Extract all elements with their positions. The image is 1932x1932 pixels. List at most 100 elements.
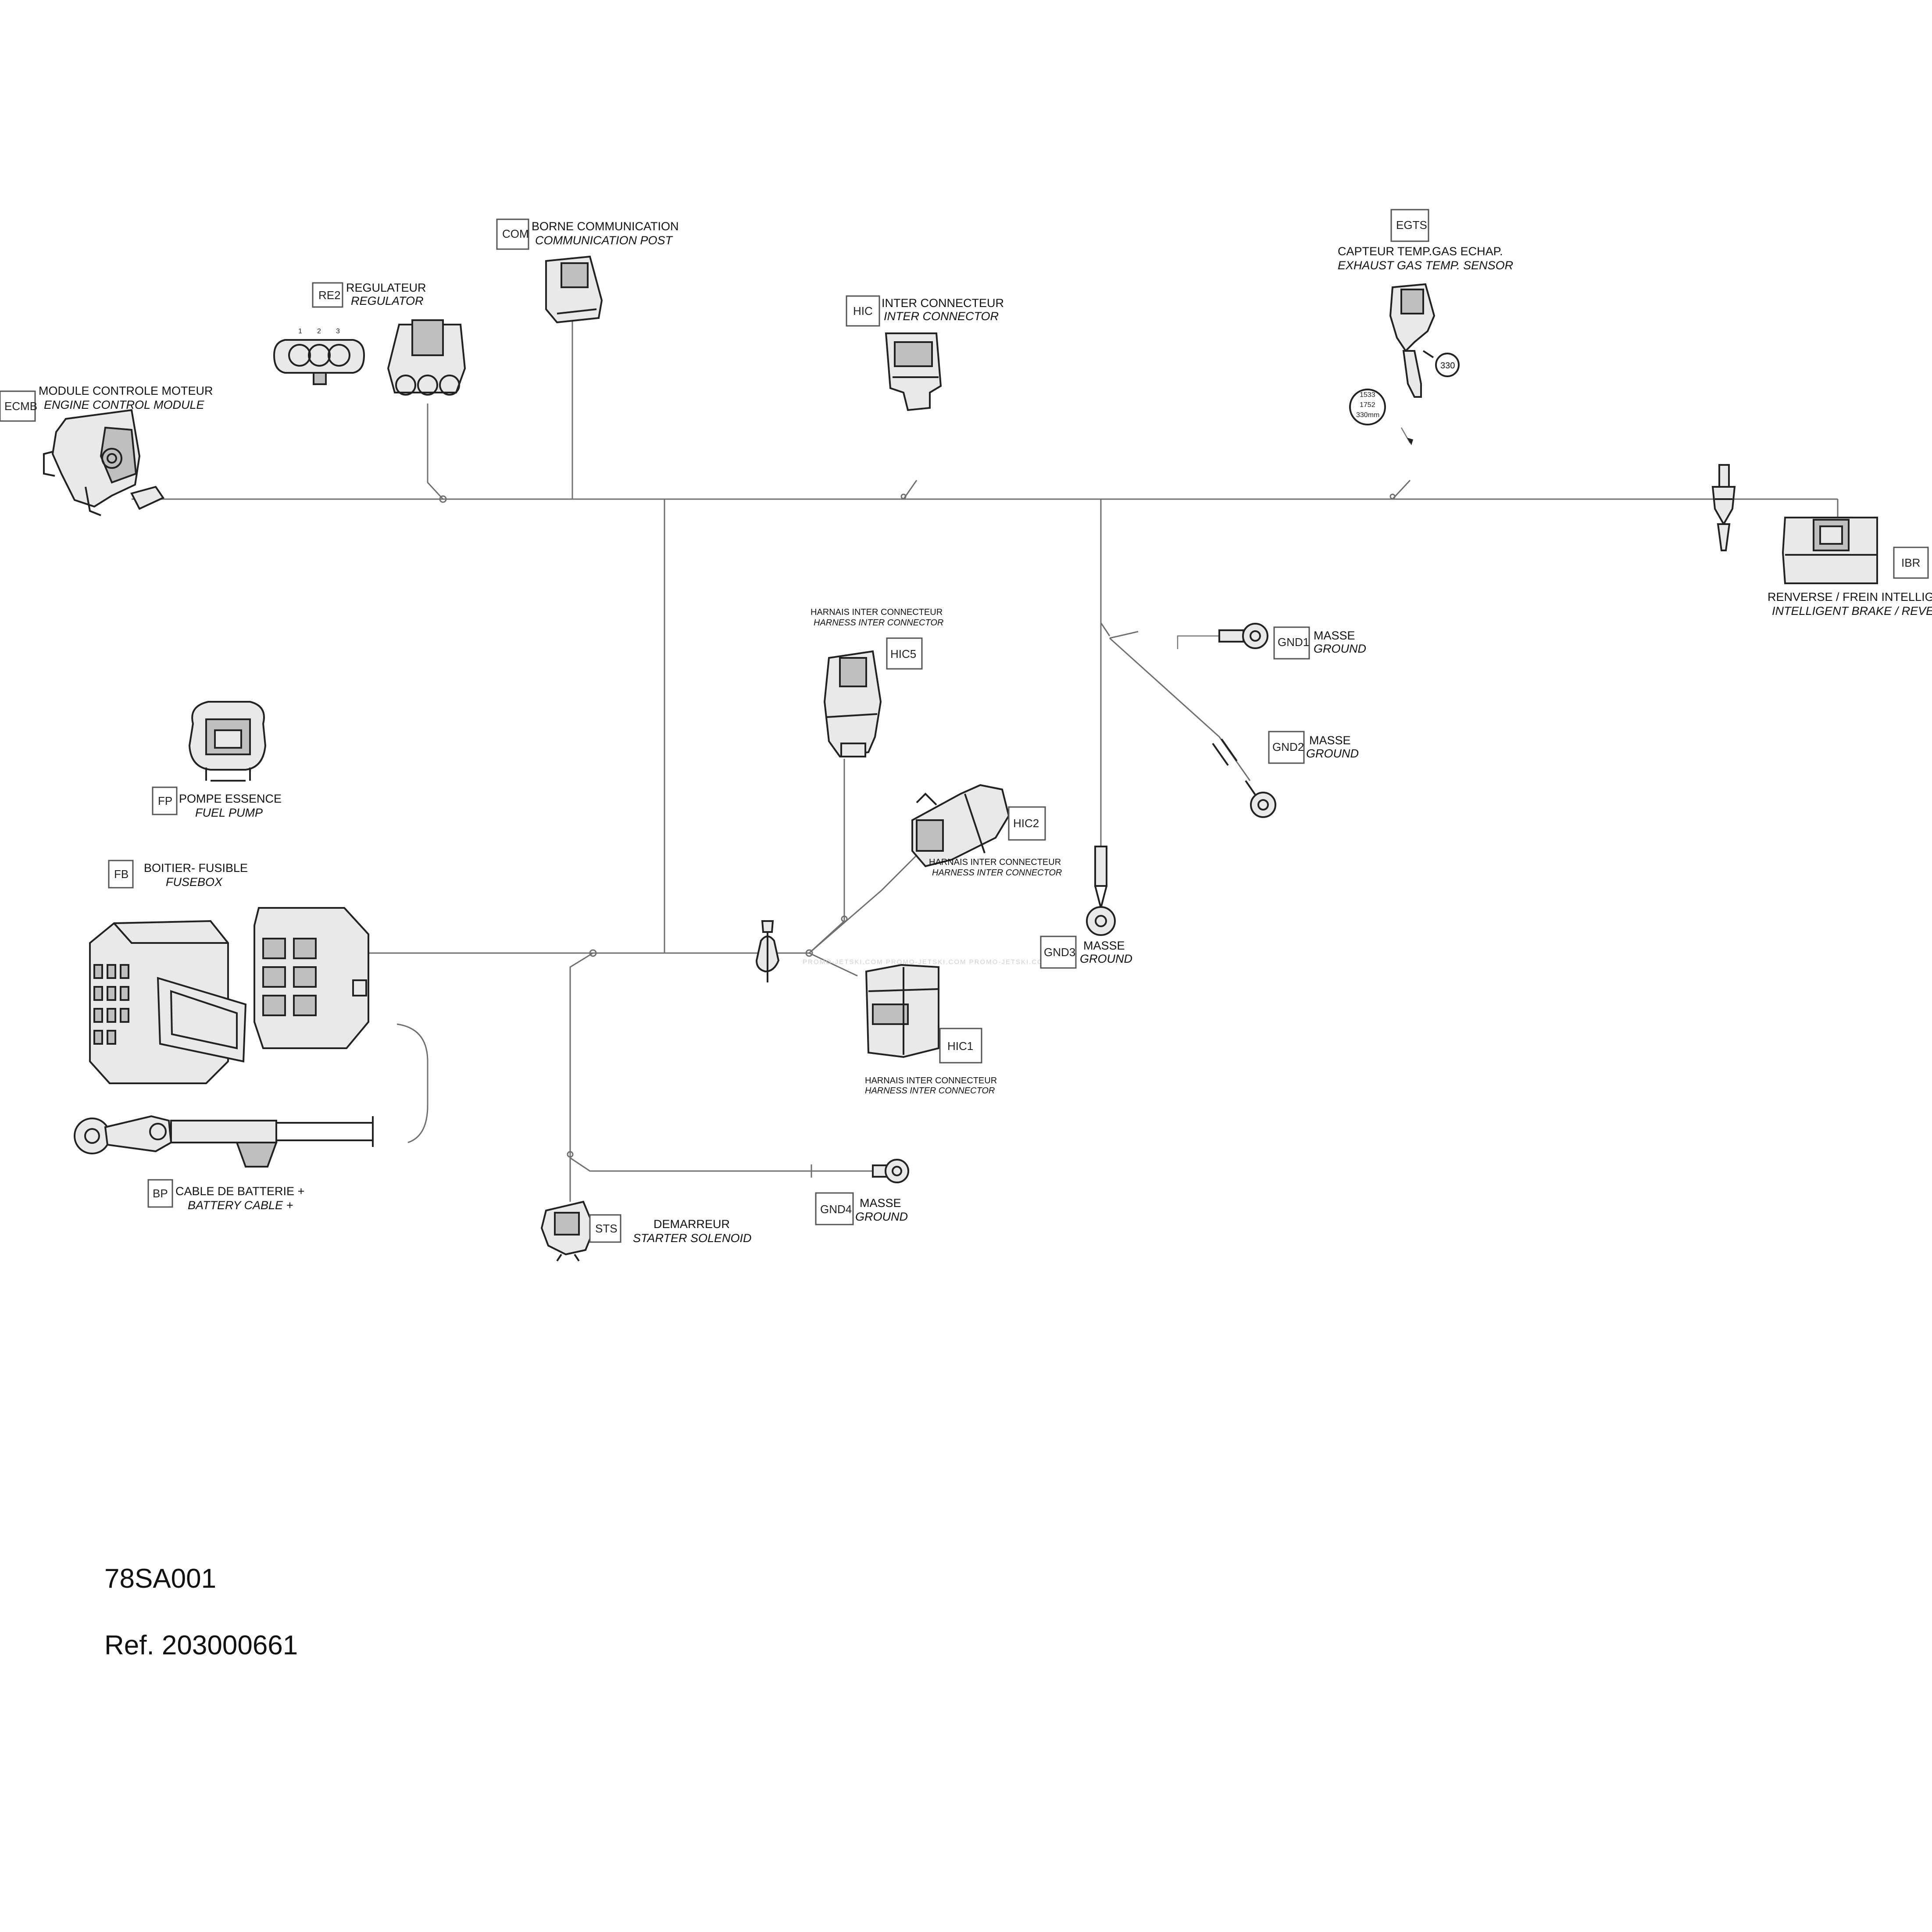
code-gnd2: GND2 bbox=[1272, 740, 1304, 754]
fusebox-connector-cavities bbox=[262, 938, 317, 1016]
label-gnd1-en: GROUND bbox=[1314, 642, 1366, 655]
code-sts: STS bbox=[595, 1222, 618, 1235]
label-egts: EGTS CAPTEUR TEMP.GAS ECHAP. EXHAUST GAS… bbox=[1338, 209, 1513, 419]
label-hic5-en: HARNESS INTER CONNECTOR bbox=[814, 618, 943, 628]
label-gnd2-fr: MASSE bbox=[1309, 734, 1351, 747]
code-hic1: HIC1 bbox=[947, 1039, 973, 1053]
label-re2: RE2 REGULATEUR REGULATOR 1 2 3 bbox=[298, 281, 426, 335]
code-fp: FP bbox=[158, 794, 172, 807]
label-fb-fr: BOITIER- FUSIBLE bbox=[144, 861, 248, 875]
re2-pin-3: 3 bbox=[336, 328, 340, 335]
label-hic2-en: HARNESS INTER CONNECTOR bbox=[932, 868, 1062, 878]
code-bp: BP bbox=[153, 1187, 168, 1200]
label-ecmb: ECMB MODULE CONTROLE MOTEUR ENGINE CONTR… bbox=[0, 384, 213, 422]
label-sts: STS DEMARREUR STARTER SOLENOID bbox=[589, 1214, 752, 1245]
label-com-fr: BORNE COMMUNICATION bbox=[532, 220, 679, 233]
label-fb-en: FUSEBOX bbox=[166, 875, 223, 889]
label-hic1-fr: HARNAIS INTER CONNECTEUR bbox=[865, 1076, 997, 1086]
label-ecmb-en: ENGINE CONTROL MODULE bbox=[44, 398, 205, 411]
label-fp-en: FUEL PUMP bbox=[195, 806, 263, 819]
ground-gnd1-ring-terminal[interactable] bbox=[1218, 623, 1268, 649]
regulator-connector[interactable] bbox=[273, 319, 466, 396]
code-egts: EGTS bbox=[1396, 218, 1427, 232]
label-ibr: IBR RENVERSE / FREIN INTELLIGENT INTELLI… bbox=[1768, 546, 1932, 618]
inter-connector[interactable] bbox=[885, 332, 942, 411]
label-hic5: HARNAIS INTER CONNECTEUR HARNESS INTER C… bbox=[811, 607, 943, 670]
ground-gnd2-ring-terminal[interactable] bbox=[1212, 738, 1276, 818]
harness-inter-connector-hic5[interactable] bbox=[823, 650, 882, 758]
label-hic1: HIC1 HARNAIS INTER CONNECTEUR HARNESS IN… bbox=[865, 1028, 997, 1096]
label-bp-en: BATTERY CABLE + bbox=[188, 1199, 293, 1212]
label-gnd3: GND3 MASSE GROUND bbox=[1040, 936, 1132, 969]
egts-callout-number: 330 bbox=[1440, 361, 1455, 371]
code-gnd1: GND1 bbox=[1278, 636, 1309, 649]
reference-number: Ref. 203000661 bbox=[104, 1630, 298, 1661]
label-hic1-en: HARNESS INTER CONNECTOR bbox=[865, 1086, 995, 1096]
fusebox[interactable] bbox=[89, 907, 369, 1084]
label-gnd4-en: GROUND bbox=[855, 1210, 908, 1223]
label-gnd1-fr: MASSE bbox=[1314, 629, 1355, 642]
egts-dim-2: 1752 bbox=[1360, 401, 1375, 409]
label-fb: FB BOITIER- FUSIBLE FUSEBOX bbox=[108, 860, 248, 889]
label-com: COM BORNE COMMUNICATION COMMUNICATION PO… bbox=[496, 218, 679, 250]
label-gnd4-fr: MASSE bbox=[860, 1196, 901, 1210]
intelligent-brake-reverse-connector[interactable] bbox=[1711, 464, 1878, 584]
label-hic: HIC INTER CONNECTEUR INTER CONNECTOR bbox=[846, 295, 1004, 327]
code-com: COM bbox=[502, 227, 529, 240]
communication-post-connector[interactable] bbox=[545, 255, 603, 324]
ground-gnd4-ring-terminal[interactable] bbox=[872, 1159, 909, 1183]
harness-inter-connector-hic1[interactable] bbox=[865, 964, 939, 1058]
code-fb: FB bbox=[114, 868, 129, 881]
label-bp: BP CABLE DE BATTERIE + BATTERY CABLE + bbox=[147, 1179, 304, 1212]
code-re2: RE2 bbox=[318, 289, 341, 302]
engine-control-module[interactable] bbox=[43, 409, 164, 516]
label-gnd2: GND2 MASSE GROUND bbox=[1268, 731, 1359, 764]
label-egts-fr: CAPTEUR TEMP.GAS ECHAP. bbox=[1338, 245, 1503, 258]
exhaust-gas-temp-sensor[interactable] bbox=[1349, 283, 1460, 445]
code-gnd3: GND3 bbox=[1044, 946, 1075, 959]
label-sts-en: STARTER SOLENOID bbox=[633, 1232, 752, 1245]
re2-pin-1: 1 bbox=[298, 328, 302, 335]
label-re2-en: REGULATOR bbox=[351, 294, 424, 307]
re2-pin-2: 2 bbox=[317, 328, 321, 335]
label-hic2-fr: HARNAIS INTER CONNECTEUR bbox=[929, 857, 1061, 867]
code-hic2: HIC2 bbox=[1013, 817, 1039, 830]
label-hic-en: INTER CONNECTOR bbox=[884, 310, 999, 323]
code-hic: HIC bbox=[853, 304, 873, 318]
label-gnd3-fr: MASSE bbox=[1083, 939, 1125, 952]
label-hic5-fr: HARNAIS INTER CONNECTEUR bbox=[811, 607, 943, 617]
code-ibr: IBR bbox=[1901, 556, 1920, 569]
label-ibr-en: INTELLIGENT BRAKE / REVERSE bbox=[1772, 604, 1932, 618]
label-fp-fr: POMPE ESSENCE bbox=[179, 792, 282, 805]
fuse-slots bbox=[93, 964, 129, 1045]
label-hic-fr: INTER CONNECTEUR bbox=[882, 296, 1004, 310]
egts-dim-1: 1533 bbox=[1360, 391, 1375, 399]
label-fp: FP POMPE ESSENCE FUEL PUMP bbox=[152, 786, 282, 819]
code-hic5: HIC5 bbox=[890, 647, 916, 661]
harness-wires bbox=[132, 316, 1839, 1202]
label-gnd3-en: GROUND bbox=[1080, 952, 1132, 965]
ground-gnd3-ring-terminal[interactable] bbox=[1086, 846, 1116, 936]
fuel-pump-connector[interactable] bbox=[188, 701, 267, 782]
label-gnd2-en: GROUND bbox=[1306, 747, 1359, 760]
code-gnd4: GND4 bbox=[820, 1203, 852, 1216]
label-egts-en: EXHAUST GAS TEMP. SENSOR bbox=[1338, 259, 1513, 272]
egts-dim-3: 330mm bbox=[1356, 411, 1379, 419]
starter-solenoid-connector[interactable] bbox=[540, 1200, 596, 1262]
label-sts-fr: DEMARREUR bbox=[654, 1218, 730, 1231]
harness-junction-connector[interactable] bbox=[755, 920, 780, 982]
label-gnd4: GND4 MASSE GROUND bbox=[815, 1192, 908, 1225]
watermark: PROMO-JETSKI.COM PROMO-JETSKI.COM PROMO-… bbox=[803, 958, 1050, 966]
label-gnd1: GND1 MASSE GROUND bbox=[1273, 626, 1366, 660]
drawing-id: 78SA001 bbox=[104, 1564, 216, 1594]
label-re2-fr: REGULATEUR bbox=[346, 281, 426, 294]
harness-inter-connector-hic2[interactable] bbox=[911, 784, 1010, 868]
label-com-en: COMMUNICATION POST bbox=[535, 234, 673, 247]
code-ecmb: ECMB bbox=[4, 400, 37, 413]
label-hic2: HIC2 HARNAIS INTER CONNECTEUR HARNESS IN… bbox=[929, 806, 1062, 878]
label-ibr-fr: RENVERSE / FREIN INTELLIGENT bbox=[1768, 590, 1932, 604]
label-bp-fr: CABLE DE BATTERIE + bbox=[175, 1185, 304, 1198]
label-ecmb-fr: MODULE CONTROLE MOTEUR bbox=[39, 384, 213, 397]
battery-cable[interactable] bbox=[74, 1115, 374, 1168]
